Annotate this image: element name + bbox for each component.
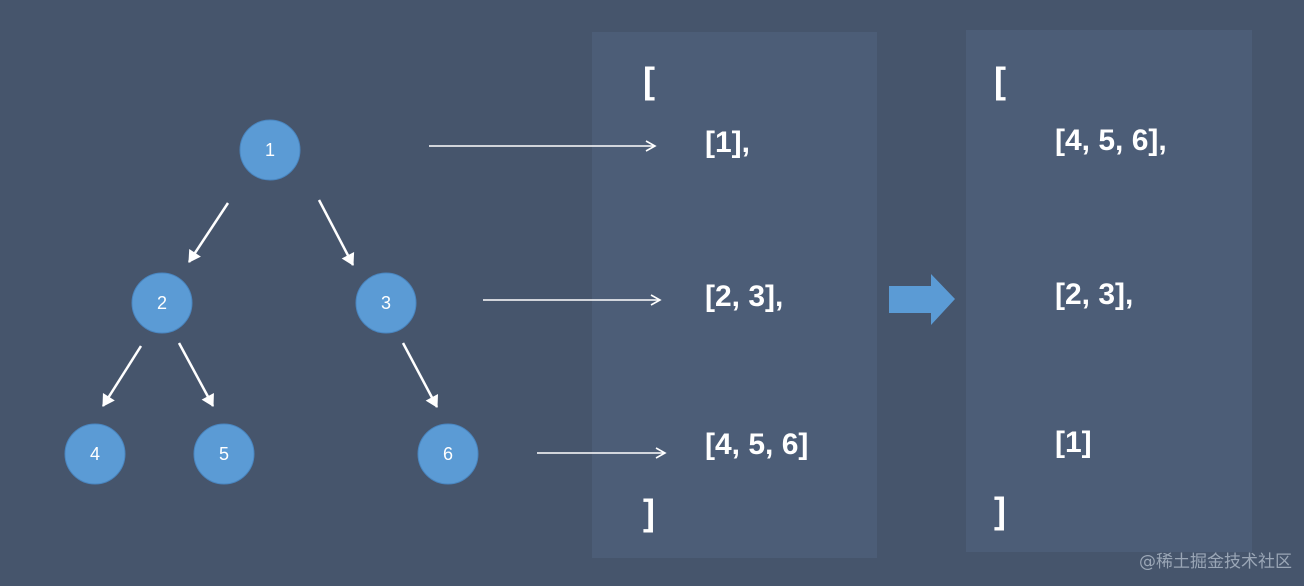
node-6-label: 6 <box>443 444 453 464</box>
node-1-label: 1 <box>265 140 275 160</box>
node-3: 3 <box>355 272 417 334</box>
watermark: @稀土掘金技术社区 <box>1139 552 1292 572</box>
transform-arrow <box>889 274 955 325</box>
node-4: 4 <box>64 423 126 485</box>
reversed-open-bracket: [ <box>994 60 1006 101</box>
edge-3-6 <box>401 342 439 408</box>
reversed-row-1: [4, 5, 6], <box>1055 124 1167 157</box>
level-order-close-bracket: ] <box>643 492 655 533</box>
level-order-row-3: [4, 5, 6] <box>705 428 809 461</box>
reversed-row-2: [2, 3], <box>1055 278 1134 311</box>
level-order-row-1: [1], <box>705 126 750 159</box>
node-2-label: 2 <box>157 293 167 313</box>
node-5: 5 <box>193 423 255 485</box>
node-3-label: 3 <box>381 293 391 313</box>
node-5-label: 5 <box>219 444 229 464</box>
reversed-panel <box>966 30 1252 552</box>
reversed-row-3: [1] <box>1055 426 1092 459</box>
edge-1-2 <box>187 202 230 263</box>
node-2: 2 <box>131 272 193 334</box>
level-order-open-bracket: [ <box>643 60 655 101</box>
node-4-label: 4 <box>90 444 100 464</box>
node-6: 6 <box>417 423 479 485</box>
node-1: 1 <box>239 119 301 181</box>
reversed-close-bracket: ] <box>994 490 1006 531</box>
edge-1-3 <box>317 199 355 266</box>
edge-2-4 <box>101 345 143 407</box>
level-order-panel <box>592 32 877 558</box>
level-order-row-2: [2, 3], <box>705 280 784 313</box>
edge-2-5 <box>177 342 215 407</box>
